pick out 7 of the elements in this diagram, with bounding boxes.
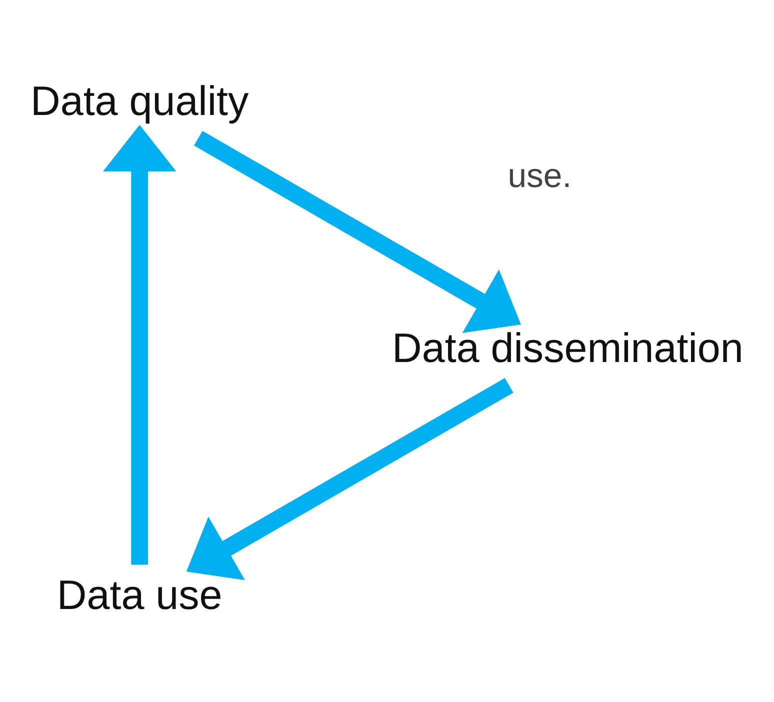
arrow — [194, 130, 521, 332]
arrow — [102, 124, 176, 564]
arrow — [186, 378, 514, 580]
node-text: Data dissemination — [392, 324, 744, 371]
node-text: Data use — [56, 572, 222, 618]
label: use. — [508, 156, 572, 194]
node-text: Data quality — [30, 77, 249, 124]
